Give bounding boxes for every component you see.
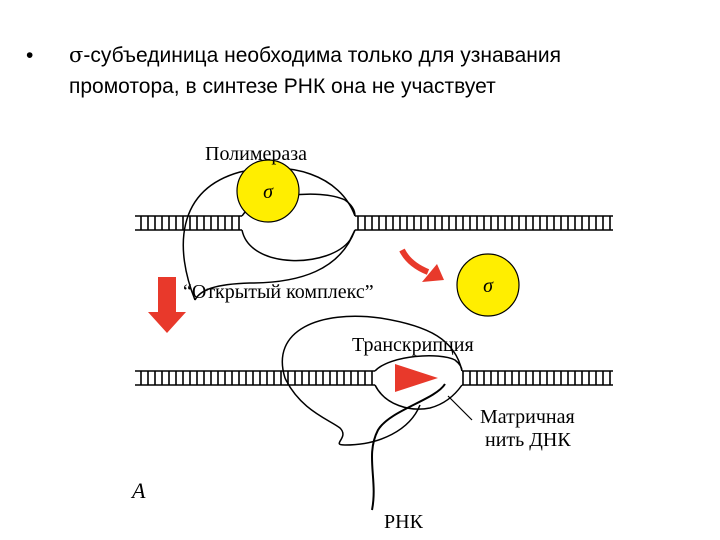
- dna-bubble-strand-lower: [241, 229, 356, 262]
- sigma-symbol-bound: σ: [263, 181, 274, 203]
- transcription-bubble-lower: [374, 384, 463, 410]
- panel-letter: А: [130, 478, 146, 503]
- label-open-complex: “Открытый комплекс”: [183, 281, 374, 303]
- bullet-line1-text: -субъединица необходима только для узнав…: [83, 44, 561, 67]
- polymerase-outline-top: [182, 167, 356, 301]
- transcription-direction-arrow: [395, 364, 438, 392]
- bullet-line2-text: промотора, в синтезе РНК она не участвуе…: [69, 75, 496, 98]
- elongation-complex-outline: [281, 315, 463, 446]
- step-down-arrow: [148, 277, 186, 333]
- bullet-text: σ-субъединица необходима только для узна…: [69, 40, 666, 102]
- dna-bottom-left: [135, 370, 375, 386]
- dna-bottom-right: [462, 370, 613, 386]
- label-template-strand-line2: нить ДНК: [485, 429, 571, 451]
- dna-top-right: [355, 215, 613, 231]
- template-strand-leader: [447, 395, 473, 421]
- sigma-subunit-bound: [236, 159, 300, 223]
- rna-transcript: [371, 383, 446, 511]
- label-polymerase: Полимераза: [205, 143, 307, 165]
- bullet-point: • σ-субъединица необходима только для уз…: [26, 40, 666, 102]
- label-rna: РНК: [384, 511, 424, 533]
- transcription-bubble-upper: [374, 355, 463, 372]
- sigma-release-arrow-head: [422, 264, 444, 282]
- label-template-strand-line1: Матричная: [480, 406, 575, 428]
- bullet-sigma-symbol: σ: [69, 43, 84, 67]
- bullet-dot: •: [26, 44, 34, 67]
- sigma-release-arrow-shaft: [399, 248, 430, 275]
- dna-top-left: [135, 215, 242, 231]
- sigma-symbol-released: σ: [483, 275, 494, 297]
- label-transcription: Транскрипция: [352, 334, 474, 356]
- polymerase-outline-bottom: [194, 229, 356, 301]
- sigma-subunit-released: [456, 253, 520, 317]
